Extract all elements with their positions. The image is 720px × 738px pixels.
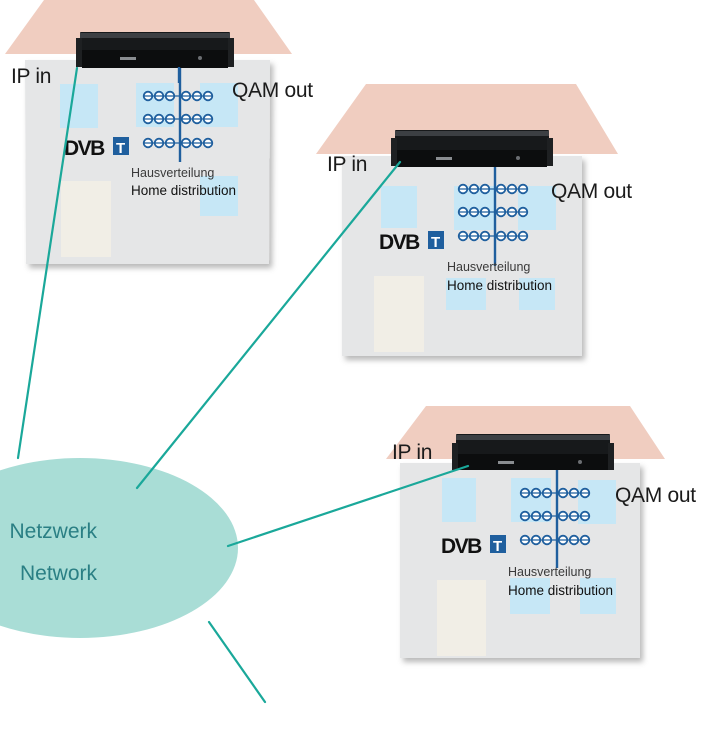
- svg-text:T: T: [116, 140, 125, 157]
- svg-text:DVB: DVB: [64, 137, 105, 160]
- building-3: DVB T: [386, 406, 665, 658]
- building-1: DVB T: [5, 0, 292, 264]
- building-1-distribution-en-label: Home distribution: [131, 183, 237, 198]
- svg-text:T: T: [431, 234, 440, 251]
- network-cloud: [0, 458, 238, 638]
- building-2-dvbt-logo: DVB T: [379, 231, 444, 254]
- cable-external: [207, 620, 267, 704]
- building-1-qam-sockets: [142, 90, 214, 149]
- building-1-window: [60, 84, 98, 128]
- building-2-window: [381, 186, 417, 228]
- building-3-distribution-en-label: Home distribution: [508, 583, 614, 598]
- cable-building-2: [135, 160, 402, 490]
- building-2-window: [446, 278, 486, 310]
- building-1-ip-in-label: IP in: [11, 65, 52, 88]
- building-1-window: [200, 176, 238, 216]
- building-2: DVB T: [316, 84, 618, 356]
- network-cables: [16, 66, 470, 704]
- building-1-qam-out-label: QAM out: [232, 79, 313, 102]
- building-2-qam-out-label: QAM out: [551, 180, 632, 203]
- building-2-ip-in-label: IP in: [327, 153, 368, 176]
- building-3-distribution-de-label: Hausverteilung: [508, 565, 592, 579]
- building-2-distribution-en-label: Home distribution: [447, 278, 553, 293]
- cable-building-1: [16, 66, 79, 460]
- building-1-distribution-de-label: Hausverteilung: [131, 166, 215, 180]
- building-3-ip-in-label: IP in: [392, 441, 433, 464]
- svg-text:DVB: DVB: [379, 231, 420, 254]
- building-3-window: [580, 578, 616, 614]
- building-3-qam-out-label: QAM out: [615, 484, 696, 507]
- building-2-qam-sockets: [457, 183, 529, 242]
- svg-text:DVB: DVB: [441, 535, 482, 558]
- building-2-rack-device: [391, 130, 553, 167]
- building-2-door: [374, 276, 424, 352]
- network-label-en: Network: [19, 562, 97, 585]
- svg-text:T: T: [493, 538, 502, 555]
- building-1-dvbt-logo: DVB T: [64, 137, 129, 160]
- building-3-qam-sockets: [519, 487, 591, 546]
- building-1-door: [61, 181, 111, 257]
- building-2-window: [519, 278, 555, 310]
- building-3-window: [510, 578, 550, 614]
- building-3-dvbt-logo: DVB T: [441, 535, 506, 558]
- building-2-distribution-de-label: Hausverteilung: [447, 260, 531, 274]
- building-3-door: [437, 580, 486, 656]
- building-1-rack-device: [76, 32, 234, 68]
- building-3-window: [442, 478, 476, 522]
- network-label-de: Netzwerk: [9, 520, 97, 543]
- building-3-rack-device: [452, 434, 614, 470]
- cable-building-3: [226, 464, 470, 548]
